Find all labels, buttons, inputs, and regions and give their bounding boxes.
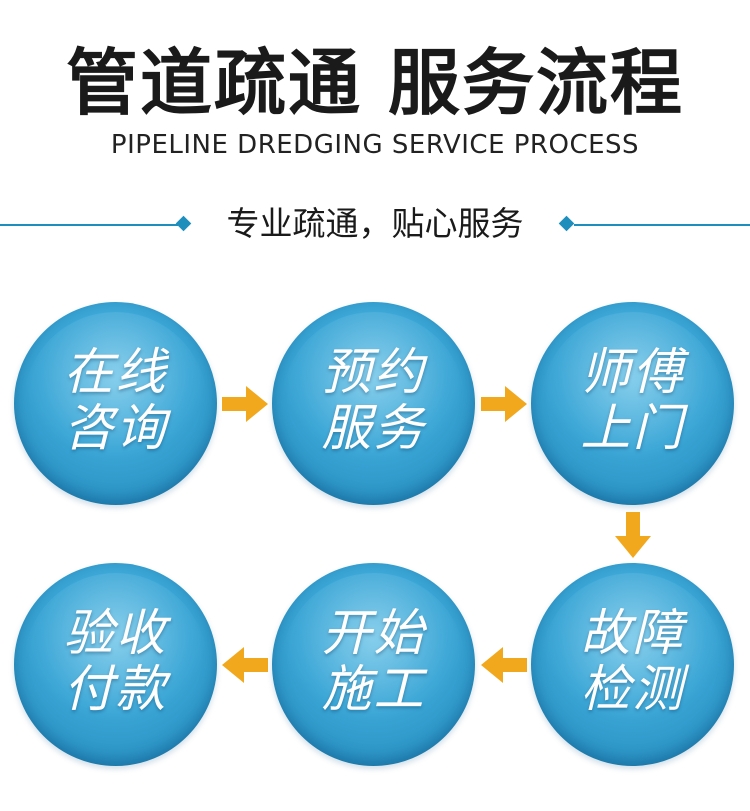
divider-line-right [574, 224, 750, 226]
divider-line-left [0, 224, 178, 226]
step-label-line1: 预约 [321, 343, 426, 401]
step-label-line1: 故障 [580, 604, 685, 662]
step-label-line2: 施工 [321, 660, 426, 718]
arrow-left-icon [222, 647, 268, 683]
step-technician-visit: 师傅 上门 [531, 302, 734, 505]
arrow-right-icon [222, 386, 268, 422]
step-label-line1: 在线 [63, 343, 168, 401]
step-label-line2: 上门 [580, 399, 685, 457]
step-label-line2: 服务 [321, 399, 426, 457]
page-title: 管道疏通服务流程 [0, 38, 750, 128]
step-acceptance-payment: 验收 付款 [14, 563, 217, 766]
step-label-line1: 开始 [321, 604, 426, 662]
slogan: 专业疏通，贴心服务 [226, 204, 524, 243]
step-online-consult: 在线 咨询 [14, 302, 217, 505]
step-fault-detection: 故障 检测 [531, 563, 734, 766]
step-start-construction: 开始 施工 [272, 563, 475, 766]
step-label-line1: 师傅 [580, 343, 685, 401]
diamond-icon-right [558, 215, 575, 232]
arrow-left-icon [481, 647, 527, 683]
title-part-2: 服务流程 [388, 41, 685, 125]
arrow-right-icon [481, 386, 527, 422]
diamond-icon-left [175, 215, 192, 232]
step-label-line1: 验收 [63, 604, 168, 662]
step-label-line2: 付款 [63, 660, 168, 718]
step-label-line2: 检测 [580, 660, 685, 718]
page-subtitle: PIPELINE DREDGING SERVICE PROCESS [110, 130, 640, 160]
step-label-line2: 咨询 [63, 399, 168, 457]
arrow-down-icon [615, 512, 651, 558]
step-book-service: 预约 服务 [272, 302, 475, 505]
title-part-1: 管道疏通 [65, 41, 362, 125]
